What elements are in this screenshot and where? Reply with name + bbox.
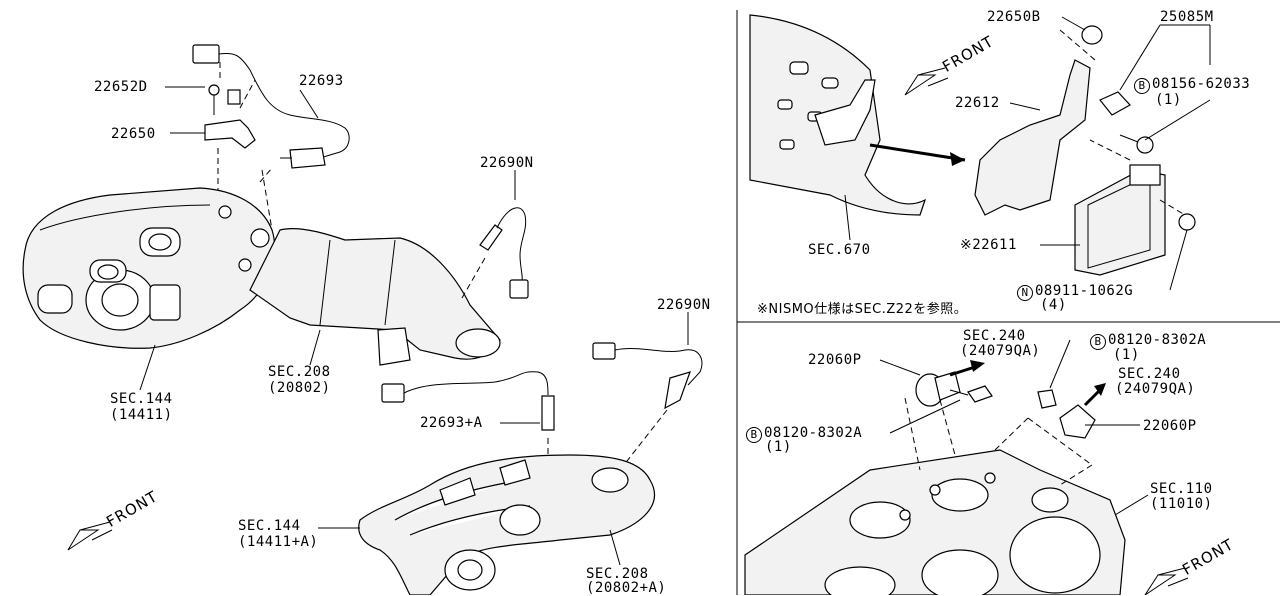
label-sec208-b-sub: (20802+A) <box>586 580 667 596</box>
front-arrow-left-icon <box>67 521 113 551</box>
catalytic-converter-left <box>249 228 501 366</box>
label-sec110-sub: (11010) <box>1150 496 1213 512</box>
label-08120-lower-qty: (1) <box>765 439 792 455</box>
nismo-note: ※NISMO仕様はSEC.Z22を参照。 <box>757 302 968 317</box>
label-22652d: 22652D <box>94 79 148 95</box>
label-22650: 22650 <box>111 126 156 142</box>
bolt-b-lower-icon: B <box>746 427 762 443</box>
label-22650b: 22650B <box>987 9 1041 25</box>
label-sec208-a: SEC.208 <box>268 364 331 380</box>
label-22690n-right: 22690N <box>657 297 711 313</box>
exhaust-manifold-lower <box>358 454 656 595</box>
front-arrow-lower-right-icon <box>1144 567 1189 595</box>
knock-sensor-left-22060p <box>904 360 993 471</box>
label-08120-8302a-lower-text: 08120-8302A <box>764 425 863 441</box>
label-08156-62033-text: 08156-62033 <box>1152 76 1251 92</box>
label-22060p-right: 22060P <box>1143 418 1197 434</box>
label-sec144-b: SEC.144 <box>238 518 301 534</box>
oxygen-sensor-upper <box>192 44 350 169</box>
label-25085m: 25085M <box>1160 9 1214 25</box>
label-sec208-b: SEC.208 <box>586 566 649 582</box>
label-sec240-a: SEC.240 <box>963 328 1026 344</box>
label-sec240-b-sub: (24079QA) <box>1115 381 1196 397</box>
ecm-bracket-22612 <box>974 29 1096 216</box>
body-panel-sec670 <box>749 14 966 216</box>
turbocharger-left <box>22 187 276 349</box>
front-arrow-upper-right-icon <box>904 67 949 96</box>
label-sec144-a: SEC.144 <box>110 391 173 407</box>
label-22693: 22693 <box>299 73 344 89</box>
knock-sensor-right-22060p <box>994 383 1106 486</box>
label-sec144-b-sub: (14411+A) <box>238 534 319 550</box>
nut-n-icon: N <box>1017 285 1033 301</box>
label-22060p-left: 22060P <box>808 352 862 368</box>
label-sec670: SEC.670 <box>808 242 871 258</box>
oxygen-sensor-22690n-left <box>461 207 529 299</box>
label-08120-upper-qty: (1) <box>1113 347 1140 363</box>
label-sec208-a-sub: (20802) <box>268 380 331 396</box>
mount-hardware <box>1081 25 1196 231</box>
label-22693a: 22693+A <box>420 415 483 431</box>
label-08120-8302a-upper-text: 08120-8302A <box>1108 332 1207 348</box>
label-08911-qty: (4) <box>1040 297 1067 313</box>
oxygen-sensor-22690n-right <box>592 342 703 471</box>
bolt-b-icon: B <box>1134 78 1150 94</box>
label-sec144-a-sub: (14411) <box>110 407 173 423</box>
label-sec110: SEC.110 <box>1150 481 1213 497</box>
label-sec240-a-sub: (24079QA) <box>960 343 1041 359</box>
bracket-22650 <box>204 62 273 231</box>
label-22690n-left: 22690N <box>480 155 534 171</box>
label-sec240-b: SEC.240 <box>1118 366 1181 382</box>
ecm-module-22611 <box>1074 139 1186 276</box>
bolt-b-upper-icon: B <box>1090 334 1106 350</box>
label-08156-qty: (1) <box>1155 92 1182 108</box>
label-08911-1062g-text: 08911-1062G <box>1035 283 1134 299</box>
label-22612: 22612 <box>955 95 1000 111</box>
label-22611: ※22611 <box>960 237 1017 253</box>
cylinder-block-sec110 <box>744 449 1126 595</box>
